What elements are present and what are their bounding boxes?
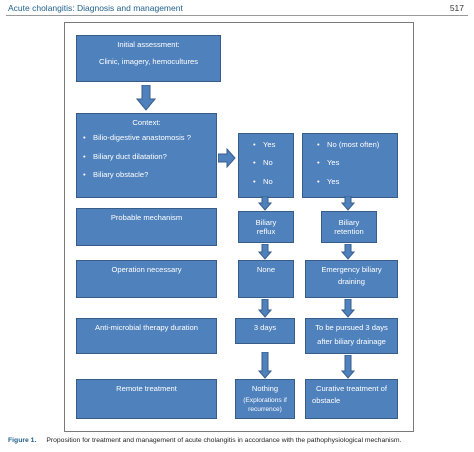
flowchart-frame	[64, 22, 414, 432]
arrow-down-icon	[341, 244, 355, 260]
box-line: Biliary	[255, 217, 277, 227]
row-label: Probable mechanism	[110, 213, 183, 222]
answer-item: •Yes	[317, 158, 340, 168]
box-line: Emergency biliary	[321, 265, 382, 274]
answer-item: •Yes	[253, 140, 276, 149]
initial-assessment-detail: Clinic, imagery, hemocultures	[98, 57, 199, 67]
mechanism-b-box: Biliary retention	[321, 211, 377, 243]
therapy-a-box: 3 days	[235, 318, 295, 344]
row-label: Anti-microbial therapy duration	[95, 323, 198, 332]
answer-item: •No	[253, 158, 273, 168]
arrow-down-icon	[258, 299, 272, 318]
arrow-down-icon	[258, 244, 272, 260]
box-line: Biliary	[338, 217, 360, 227]
box-line: Nothing	[251, 384, 279, 393]
row-label-box: Remote treatment	[76, 379, 217, 419]
context-item: •Biliary obstacle?	[83, 170, 149, 180]
row-label: Operation necessary	[111, 265, 182, 274]
header-rule	[6, 15, 468, 16]
arrow-down-icon	[258, 196, 272, 211]
answer-item: •Yes	[317, 176, 340, 186]
answer-item: •No	[253, 176, 273, 186]
box-line: 3 days	[253, 323, 277, 332]
arrow-right-icon	[218, 148, 236, 168]
operation-b-box: Emergency biliary draining	[305, 260, 398, 298]
row-label: Remote treatment	[116, 384, 177, 393]
box-line: Curative treatment of	[316, 384, 387, 393]
figure-label: Figure 1.	[8, 437, 37, 444]
remote-a-box: Nothing (Explorations if recurrence)	[235, 379, 295, 419]
box-line: To be pursued 3 days	[315, 323, 388, 332]
page-number: 517	[449, 3, 464, 13]
box-line: reflux	[256, 227, 276, 236]
arrow-down-icon	[341, 299, 355, 318]
arrow-down-icon	[258, 352, 272, 379]
box-line: draining	[337, 277, 366, 287]
context-item: •Bilio-digestive anastomosis ?	[83, 133, 191, 143]
answers-column-b: •No (most often) •Yes •Yes	[302, 133, 398, 198]
initial-assessment-title: Initial assessment:	[117, 40, 180, 49]
remote-b-box: Curative treatment of obstacle	[305, 379, 398, 419]
figure-caption-text: Proposition for treatment and management…	[46, 437, 402, 444]
box-note-line: recurrence)	[248, 405, 282, 413]
row-label-box: Anti-microbial therapy duration	[76, 318, 217, 354]
running-header-title: Acute cholangitis: Diagnosis and managem…	[8, 3, 183, 13]
row-label-box: Probable mechanism	[76, 208, 217, 246]
box-line: after biliary drainage	[317, 337, 386, 347]
context-title: Context:	[132, 118, 161, 127]
operation-a-box: None	[238, 260, 294, 298]
answer-item: •No (most often)	[317, 140, 380, 149]
row-label-box: Operation necessary	[76, 260, 217, 298]
box-line: retention	[334, 227, 364, 236]
context-item: •Biliary duct dilatation?	[83, 151, 167, 161]
box-note-line: (Explorations if	[243, 397, 287, 405]
mechanism-a-box: Biliary reflux	[238, 211, 294, 243]
arrow-down-icon	[341, 196, 355, 211]
therapy-b-box: To be pursued 3 days after biliary drain…	[305, 318, 398, 354]
figure-caption: Figure 1. Proposition for treatment and m…	[8, 437, 401, 444]
initial-assessment-box: Initial assessment: Clinic, imagery, hem…	[76, 35, 221, 82]
box-line: obstacle	[312, 396, 341, 406]
box-line: None	[256, 265, 276, 274]
arrow-down-icon	[341, 355, 355, 379]
context-box: Context: •Bilio-digestive anastomosis ? …	[76, 113, 217, 198]
arrow-down-icon	[136, 85, 156, 111]
answers-column-a: •Yes •No •No	[238, 133, 294, 198]
